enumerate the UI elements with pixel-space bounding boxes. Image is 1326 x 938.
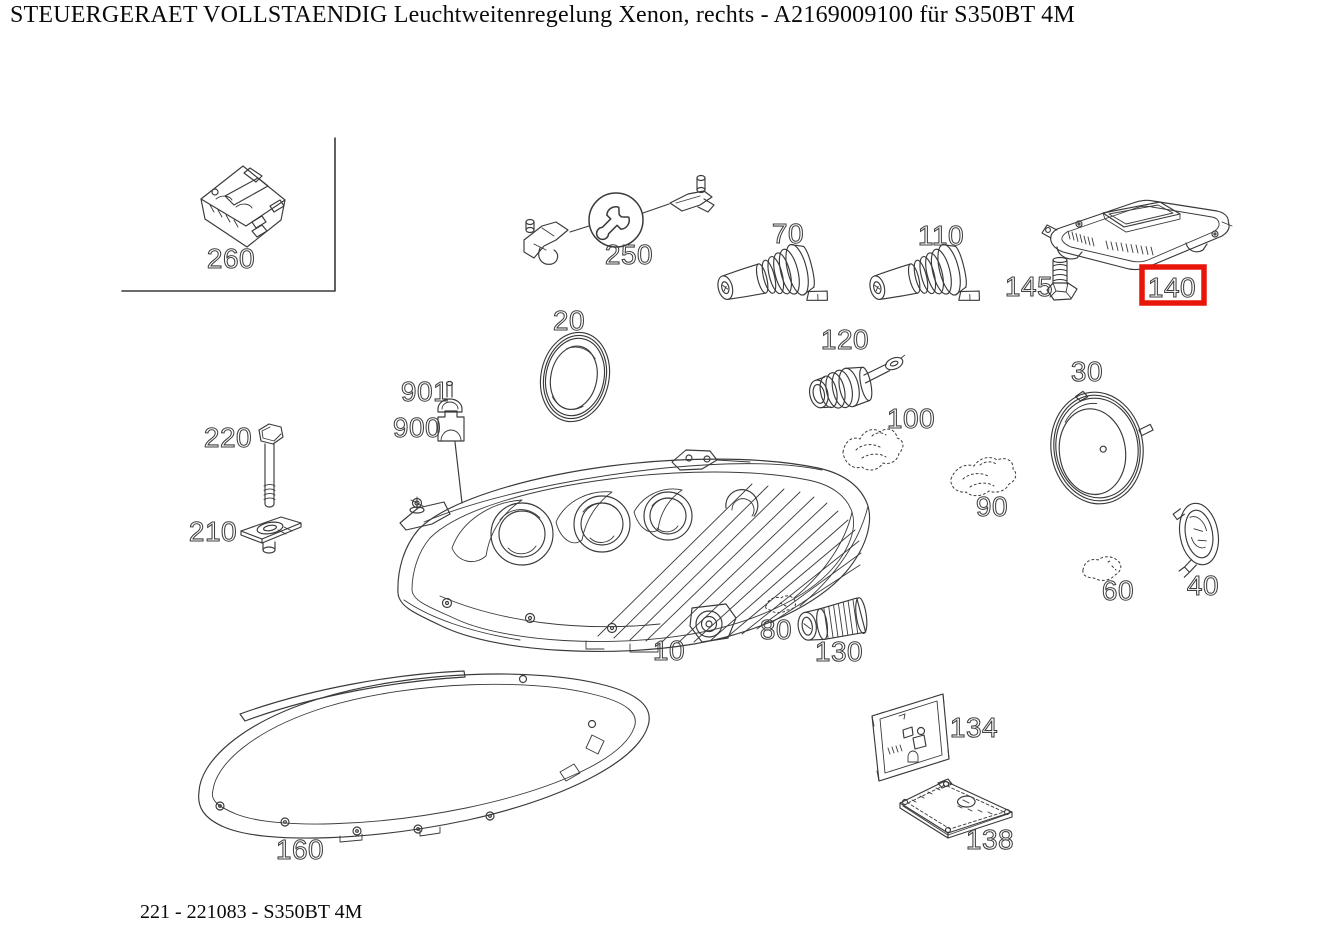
part-250-tool-kit	[523, 174, 715, 265]
inset-box	[121, 137, 336, 292]
callout-40[interactable]: 40	[1186, 569, 1219, 601]
callout-20[interactable]: 20	[552, 304, 585, 336]
callout-80[interactable]: 80	[759, 613, 792, 645]
part-70-bulb	[711, 238, 830, 326]
part-40-cap	[1172, 502, 1220, 578]
part-160-lens	[198, 670, 650, 843]
callout-160[interactable]: 160	[275, 833, 324, 865]
catalog-reference: 221 - 221083 - S350BT 4M	[140, 901, 363, 923]
callout-130[interactable]: 130	[814, 635, 863, 667]
callout-10[interactable]: 10	[652, 634, 685, 666]
part-30-cover-ring	[1050, 390, 1154, 505]
callout-30[interactable]: 30	[1070, 355, 1103, 387]
part-260-connector	[200, 165, 286, 248]
page-title: STEUERGERAET VOLLSTAENDIG Leuchtweitenre…	[10, 2, 1075, 28]
part-220-bolt	[258, 423, 284, 508]
callout-110[interactable]: 110	[917, 219, 964, 251]
callout-250[interactable]: 250	[604, 238, 653, 270]
part-138-module	[899, 778, 1013, 839]
callout-60[interactable]: 60	[1101, 574, 1134, 606]
callout-138[interactable]: 138	[965, 823, 1014, 855]
part-140-control-unit	[1041, 199, 1233, 271]
callout-70[interactable]: 70	[771, 217, 804, 249]
callout-140[interactable]: 140	[1147, 271, 1196, 303]
part-100-hidden-part	[842, 428, 904, 471]
callout-145[interactable]: 145	[1004, 270, 1053, 302]
part-90-hidden-part	[950, 457, 1017, 497]
part-110-bulb	[863, 238, 982, 326]
callout-900[interactable]: 900	[392, 411, 441, 443]
callout-120[interactable]: 120	[820, 323, 869, 355]
part-20-seal-ring	[539, 331, 611, 423]
leader-line	[454, 441, 463, 504]
part-120-bulb-socket	[808, 354, 906, 409]
part-130-bulb-socket	[797, 597, 868, 641]
part-134-module	[871, 693, 950, 782]
callout-100[interactable]: 100	[886, 402, 935, 434]
part-80-hidden-part	[765, 595, 796, 614]
part-60-hidden-part	[1082, 556, 1122, 581]
callout-220[interactable]: 220	[203, 421, 252, 453]
callout-90[interactable]: 90	[975, 490, 1008, 522]
part-901-pin	[437, 380, 463, 413]
part-145-bolt	[1046, 256, 1078, 301]
part-900-clip	[437, 410, 465, 504]
highlight-box-140	[1139, 264, 1207, 306]
callout-134[interactable]: 134	[949, 711, 998, 743]
callout-260[interactable]: 260	[206, 242, 255, 274]
wrench-icon	[595, 206, 630, 241]
part-10-headlamp-housing	[397, 449, 871, 653]
callout-901[interactable]: 901	[400, 375, 449, 407]
part-210-bracket	[240, 516, 302, 554]
callout-210[interactable]: 210	[188, 515, 237, 547]
